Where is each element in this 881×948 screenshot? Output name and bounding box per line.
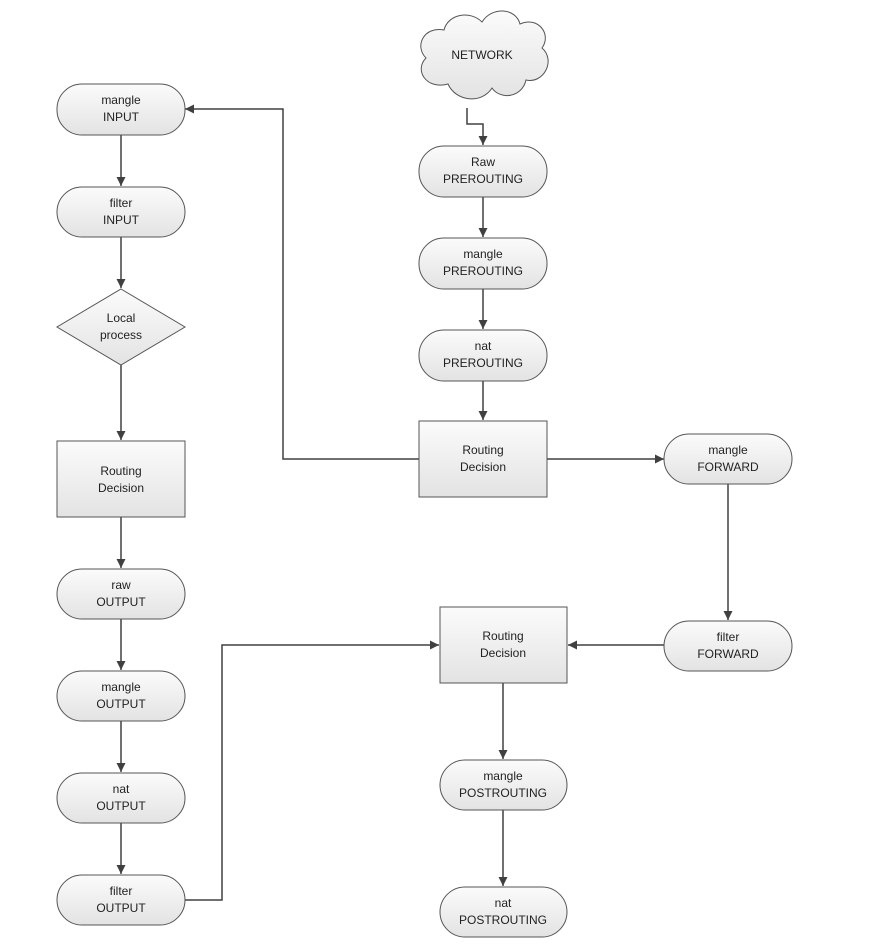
mangle-forward-node: mangle FORWARD <box>663 433 793 485</box>
local-process-node: Local process <box>56 288 186 366</box>
nat-output-line1: nat <box>113 782 130 796</box>
nat-postrouting-line1: nat <box>495 896 512 910</box>
edge-network-to-raw-prerouting <box>466 108 488 145</box>
raw-output-node: raw OUTPUT <box>56 568 186 620</box>
network-label: NETWORK <box>451 48 512 62</box>
routing-decision-1-line2: Decision <box>460 460 506 474</box>
edge-filter-output-to-routing-decision <box>185 640 439 901</box>
mangle-prerouting-line1: mangle <box>463 247 503 261</box>
local-process-line1: Local <box>107 311 136 325</box>
mangle-input-node: mangle INPUT <box>56 83 186 136</box>
raw-output-line2: OUTPUT <box>96 595 146 609</box>
mangle-prerouting-node: mangle PREROUTING <box>418 237 548 290</box>
filter-input-line2: INPUT <box>103 213 140 227</box>
filter-output-node: filter OUTPUT <box>56 874 186 926</box>
mangle-output-node: mangle OUTPUT <box>56 670 186 722</box>
mangle-postrouting-line2: POSTROUTING <box>459 786 547 800</box>
nat-output-node: nat OUTPUT <box>56 772 186 824</box>
nat-postrouting-line2: POSTROUTING <box>459 913 547 927</box>
nat-prerouting-node: nat PREROUTING <box>418 329 548 382</box>
routing-decision-3-node: Routing Decision <box>439 606 568 684</box>
network-cloud: NETWORK <box>420 10 549 100</box>
mangle-input-line1: mangle <box>101 93 141 107</box>
edges <box>116 104 733 901</box>
mangle-output-line2: OUTPUT <box>96 697 146 711</box>
local-process-line2: process <box>100 328 142 342</box>
routing-decision-2-line1: Routing <box>100 464 141 478</box>
routing-decision-1-line1: Routing <box>462 443 503 457</box>
filter-forward-line2: FORWARD <box>697 647 759 661</box>
mangle-output-line1: mangle <box>101 680 141 694</box>
nat-prerouting-line1: nat <box>475 339 492 353</box>
nat-postrouting-node: nat POSTROUTING <box>439 886 568 938</box>
edge-routing-decision-to-mangle-input <box>185 104 419 460</box>
mangle-forward-line2: FORWARD <box>697 460 759 474</box>
mangle-forward-line1: mangle <box>708 443 748 457</box>
mangle-postrouting-node: mangle POSTROUTING <box>439 759 568 811</box>
mangle-postrouting-line1: mangle <box>483 769 523 783</box>
filter-input-node: filter INPUT <box>56 186 186 238</box>
raw-prerouting-line2: PREROUTING <box>443 172 523 186</box>
cloud-shape <box>420 10 549 100</box>
raw-prerouting-line1: Raw <box>471 155 495 169</box>
filter-forward-node: filter FORWARD <box>663 620 793 672</box>
filter-output-line2: OUTPUT <box>96 901 146 915</box>
raw-prerouting-node: Raw PREROUTING <box>418 145 548 198</box>
routing-decision-1-node: Routing Decision <box>418 420 548 498</box>
filter-input-line1: filter <box>110 196 133 210</box>
routing-decision-3-line2: Decision <box>480 646 526 660</box>
nat-output-line2: OUTPUT <box>96 799 146 813</box>
mangle-prerouting-line2: PREROUTING <box>443 264 523 278</box>
routing-decision-2-node: Routing Decision <box>56 440 186 518</box>
mangle-input-line2: INPUT <box>103 110 140 124</box>
routing-decision-2-line2: Decision <box>98 481 144 495</box>
routing-decision-3-line1: Routing <box>482 629 523 643</box>
nat-prerouting-line2: PREROUTING <box>443 356 523 370</box>
filter-output-line1: filter <box>110 884 133 898</box>
filter-forward-line1: filter <box>717 630 740 644</box>
raw-output-line1: raw <box>111 578 131 592</box>
